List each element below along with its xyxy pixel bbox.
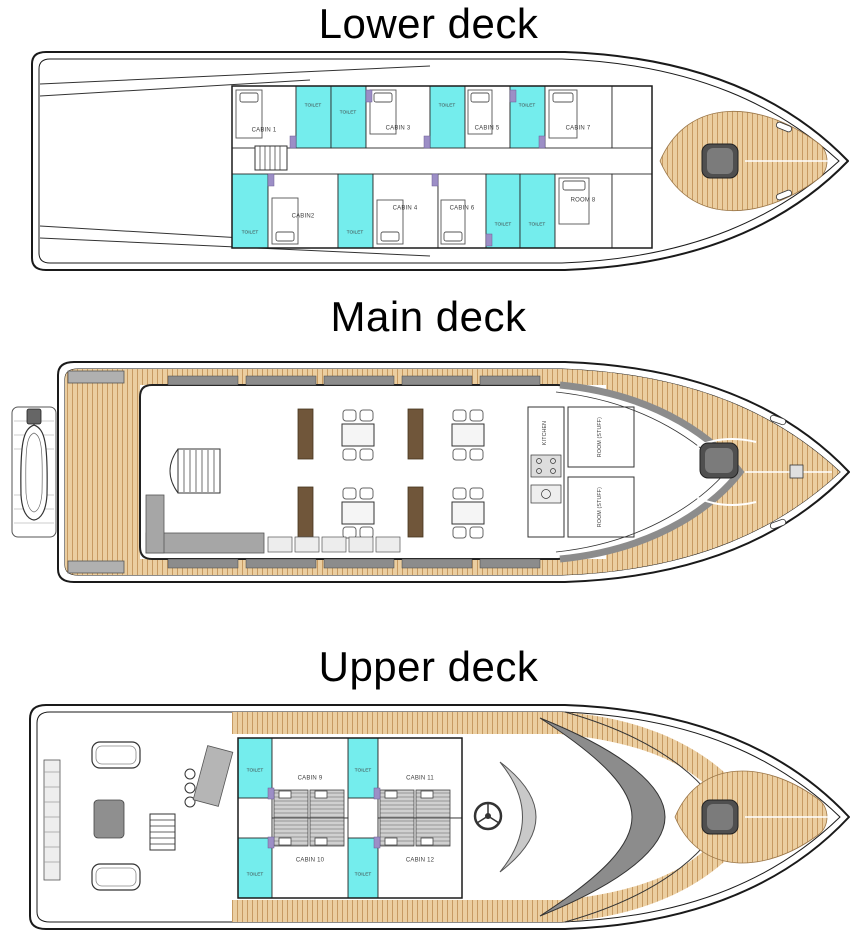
stuff-rooms: ROOM (STUFF) ROOM (STUFF) — [567, 406, 635, 538]
upper-wood-decks — [232, 712, 738, 922]
label-toilet: TOILET — [439, 102, 456, 108]
label-toilet: TOILET — [355, 767, 372, 773]
room-toilet — [231, 173, 269, 249]
wet-bar — [192, 745, 234, 807]
lower-door-accents — [267, 89, 546, 247]
upper-bow-deck — [674, 770, 830, 864]
stool — [184, 796, 196, 808]
label-cabin-2: CABIN2 — [292, 214, 315, 220]
lower-deck-title: Lower deck — [318, 0, 539, 47]
room-toilet — [330, 85, 367, 149]
label-cabin-6: CABIN 6 — [450, 206, 475, 212]
lower-deck-plan: CABIN 1 TOILET TOILET CABIN 3 TOILET CAB… — [31, 51, 849, 271]
lounger — [91, 863, 141, 891]
salon-cabinets — [145, 408, 424, 554]
salon-stairs — [169, 448, 221, 494]
flybridge-stern — [43, 741, 234, 891]
bed — [271, 197, 299, 245]
main-deck-title: Main deck — [330, 293, 527, 340]
kitchen: KITCHEN — [527, 406, 565, 538]
bed — [235, 89, 263, 139]
room-toilet — [337, 173, 374, 249]
room-toilet — [295, 85, 332, 149]
helm-station — [473, 761, 537, 873]
bed — [376, 199, 404, 245]
cleat — [775, 121, 793, 133]
stool — [184, 782, 196, 794]
bed — [467, 89, 493, 135]
tender-platform — [11, 406, 57, 538]
upper-door-accents — [267, 787, 381, 849]
cleat — [775, 189, 793, 201]
seat — [93, 799, 125, 839]
label-cabin-1: CABIN 1 — [252, 128, 277, 134]
label-toilet: TOILET — [347, 229, 364, 235]
label-toilet: TOILET — [495, 221, 512, 227]
label-toilet: TOILET — [305, 102, 322, 108]
cleat — [769, 414, 787, 426]
tender-boat — [20, 408, 48, 521]
label-toilet: TOILET — [529, 221, 546, 227]
label-toilet: TOILET — [355, 871, 372, 877]
sofa — [145, 494, 165, 554]
upper-deck-plan: TOILET CABIN 9 TOILET CABIN 11 TOILET CA… — [29, 704, 850, 930]
cleat — [769, 518, 787, 530]
dining-cluster — [341, 409, 375, 461]
steering-wheel-icon — [473, 801, 503, 831]
label-cabin-4: CABIN 4 — [393, 206, 418, 212]
aft-deck-benches — [67, 370, 125, 574]
label-toilet: TOILET — [242, 229, 259, 235]
windlass — [789, 464, 804, 479]
label-cabin-7: CABIN 7 — [566, 126, 591, 132]
dining-cluster — [341, 487, 375, 539]
label-cabin-3: CABIN 3 — [386, 126, 411, 132]
lower-stairs — [254, 145, 288, 171]
label-kitchen: KITCHEN — [542, 421, 548, 445]
label-toilet: TOILET — [519, 102, 536, 108]
stern-locker — [43, 759, 61, 881]
label-room-stuff: ROOM (STUFF) — [597, 417, 603, 457]
upper-deck-title: Upper deck — [318, 643, 539, 690]
label-room-8: ROOM 8 — [571, 198, 596, 204]
room-toilet — [347, 737, 379, 799]
label-cabin-12: CABIN 12 — [406, 858, 435, 864]
dining-cluster — [451, 409, 485, 461]
lower-beds — [235, 89, 590, 245]
main-deck-plan: KITCHEN ROOM (STUFF) ROOM (STUFF) — [11, 361, 850, 583]
main-bow-details — [663, 414, 832, 530]
label-cabin-9: CABIN 9 — [298, 776, 323, 782]
upper-windshield — [539, 717, 666, 917]
dining-cluster — [451, 487, 485, 539]
label-toilet: TOILET — [247, 767, 264, 773]
room-stuff-2 — [567, 476, 635, 538]
label-cabin-10: CABIN 10 — [296, 858, 325, 864]
room-toilet — [347, 837, 379, 899]
room-stuff-1 — [567, 406, 635, 468]
upper-beds — [273, 789, 451, 847]
label-room-stuff: ROOM (STUFF) — [597, 487, 603, 527]
room-toilet — [237, 837, 273, 899]
room-toilet — [429, 85, 466, 149]
deck-stairs — [149, 813, 176, 851]
label-toilet: TOILET — [340, 109, 357, 115]
bed — [548, 89, 578, 139]
bed — [558, 177, 590, 225]
stool — [184, 768, 196, 780]
bed — [369, 89, 397, 135]
lounger — [91, 741, 141, 769]
label-toilet: TOILET — [247, 871, 264, 877]
salon-windows — [167, 375, 541, 569]
lower-bow-deck — [659, 110, 832, 212]
label-cabin-5: CABIN 5 — [475, 126, 500, 132]
room-toilet — [519, 173, 556, 249]
room-toilet — [237, 737, 273, 799]
label-cabin-11: CABIN 11 — [406, 776, 434, 782]
bed — [440, 199, 466, 245]
